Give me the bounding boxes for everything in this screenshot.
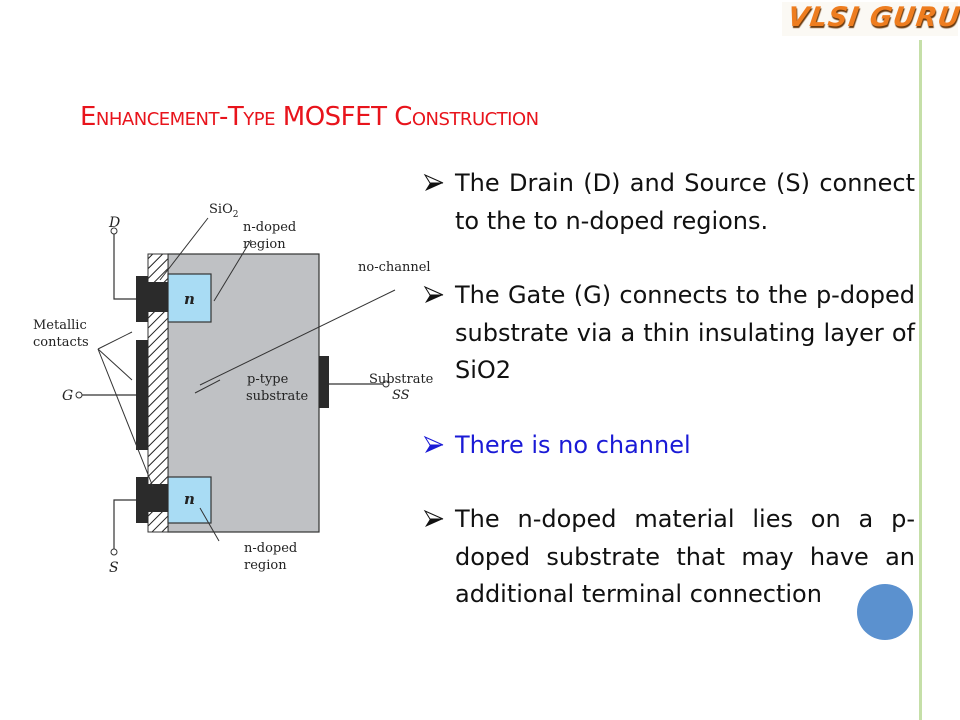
vlsi-guru-logo: VLSI GURU <box>782 2 960 36</box>
gate-terminal <box>75 391 83 399</box>
n-top-label: n <box>184 290 195 308</box>
source-contact <box>136 477 168 523</box>
title-part: Type <box>227 102 276 132</box>
source-label: S <box>109 560 119 576</box>
gate-contact <box>136 340 148 450</box>
title-part: T Construction <box>371 102 539 132</box>
bullet-item: The n-doped material lies on a p- doped … <box>420 501 915 614</box>
n-doped-top-label-1: n-doped <box>243 220 296 235</box>
n-region-top <box>167 273 212 323</box>
gate-label: G <box>62 388 73 404</box>
metallic-label-1: Metallic <box>33 318 87 333</box>
n-doped-top-label-2: region <box>243 237 286 252</box>
bullet-text: The n-doped material lies on a p- doped … <box>455 505 915 608</box>
green-divider-line <box>919 40 922 720</box>
arrowhead-bullet-icon <box>423 435 444 453</box>
cursor-highlight-dot <box>857 584 913 640</box>
metallic-leader-3 <box>97 348 154 488</box>
drain-wire <box>113 234 136 300</box>
source-wire <box>113 499 136 549</box>
drain-contact <box>136 276 168 322</box>
mosfet-diagram: D G S SiO2 n-doped region no-channel Met… <box>33 202 434 576</box>
slide-title: Enhancement-Type MOSFET Construction <box>80 102 539 132</box>
source-terminal <box>110 548 118 556</box>
bullet-item-highlight: There is no channel <box>420 427 915 465</box>
ptype-label-2: substrate <box>246 389 308 404</box>
arrowhead-bullet-icon <box>423 285 444 303</box>
sio2-leader <box>159 217 209 281</box>
title-part: Enhancement <box>80 102 220 132</box>
sio2-text: SiO <box>209 202 233 217</box>
substrate-label: Substrate <box>369 372 434 387</box>
metallic-leader-2 <box>97 348 133 381</box>
no-channel-leader <box>199 289 396 386</box>
drain-terminal <box>110 227 118 235</box>
bullet-item: The Gate (G) connects to the p-doped sub… <box>420 277 915 390</box>
n-doped-bottom-label-1: n-doped <box>244 541 297 556</box>
bullet-text: The Gate (G) connects to the p-doped sub… <box>455 281 915 384</box>
arrowhead-bullet-icon <box>423 509 444 527</box>
sio2-label: SiO2 <box>209 202 238 220</box>
substrate-contact <box>319 356 329 408</box>
n-doped-bottom-leader <box>199 507 220 542</box>
no-channel-label: no-channel <box>358 260 431 275</box>
substrate-terminal <box>382 380 390 388</box>
metallic-leader-1 <box>97 331 133 350</box>
bullet-item: The Drain (D) and Source (S) connect to … <box>420 165 915 240</box>
bullet-text: There is no channel <box>455 430 691 459</box>
arrowhead-bullet-icon <box>423 173 444 191</box>
n-doped-top-leader <box>213 239 252 302</box>
ptype-label-1: p-type <box>247 372 289 387</box>
bullet-text: The Drain (D) and Source (S) connect to … <box>455 169 915 235</box>
title-part: MOSFE <box>275 102 372 132</box>
ptype-leader <box>194 379 221 394</box>
metallic-label-2: contacts <box>33 335 89 350</box>
ss-label: SS <box>392 388 410 403</box>
title-part: - <box>219 102 228 132</box>
n-bottom-label: n <box>184 490 195 508</box>
n-doped-bottom-label-2: region <box>244 558 287 573</box>
sio2-subscript: 2 <box>233 210 239 220</box>
drain-label: D <box>108 215 120 231</box>
bullet-list: The Drain (D) and Source (S) connect to … <box>420 165 915 651</box>
logo-text: VLSI GURU <box>785 2 960 33</box>
